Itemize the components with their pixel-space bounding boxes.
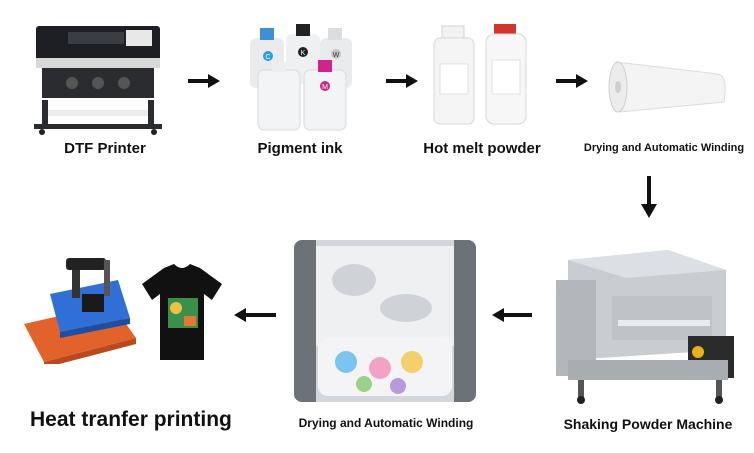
- dtf-printer-image: [34, 26, 162, 135]
- ink-mark-w: W: [333, 52, 340, 59]
- label-drying-winding-bottom: Drying and Automatic Winding: [298, 416, 474, 430]
- arrow-down-icon: [641, 176, 657, 218]
- arrow-left-icon: [234, 308, 276, 322]
- film-roll-image: [608, 61, 726, 113]
- label-dtf-printer: DTF Printer: [64, 140, 146, 157]
- heat-press-image: [24, 258, 136, 364]
- label-drying-winding-top: Drying and Automatic Winding: [583, 142, 745, 154]
- label-shaking-powder-machine: Shaking Powder Machine: [563, 416, 733, 432]
- ink-mark-k: K: [301, 50, 306, 57]
- arrow-left-icon: [492, 308, 532, 322]
- label-heat-transfer-printing: Heat tranfer printing: [30, 408, 232, 431]
- arrow-right-icon: [188, 74, 220, 88]
- drying-winding-photo: [294, 240, 476, 402]
- shaking-powder-machine-image: [556, 250, 734, 404]
- pigment-ink-image: C M W K: [250, 24, 352, 131]
- label-hot-melt-powder: Hot melt powder: [423, 140, 541, 157]
- arrow-right-icon: [386, 74, 418, 88]
- ink-mark-c: C: [265, 54, 270, 61]
- tshirt-image: [142, 264, 222, 360]
- ink-mark-m: M: [322, 84, 328, 91]
- hot-melt-powder-image: [433, 24, 527, 125]
- label-pigment-ink: Pigment ink: [257, 140, 343, 157]
- arrow-right-icon: [556, 74, 588, 88]
